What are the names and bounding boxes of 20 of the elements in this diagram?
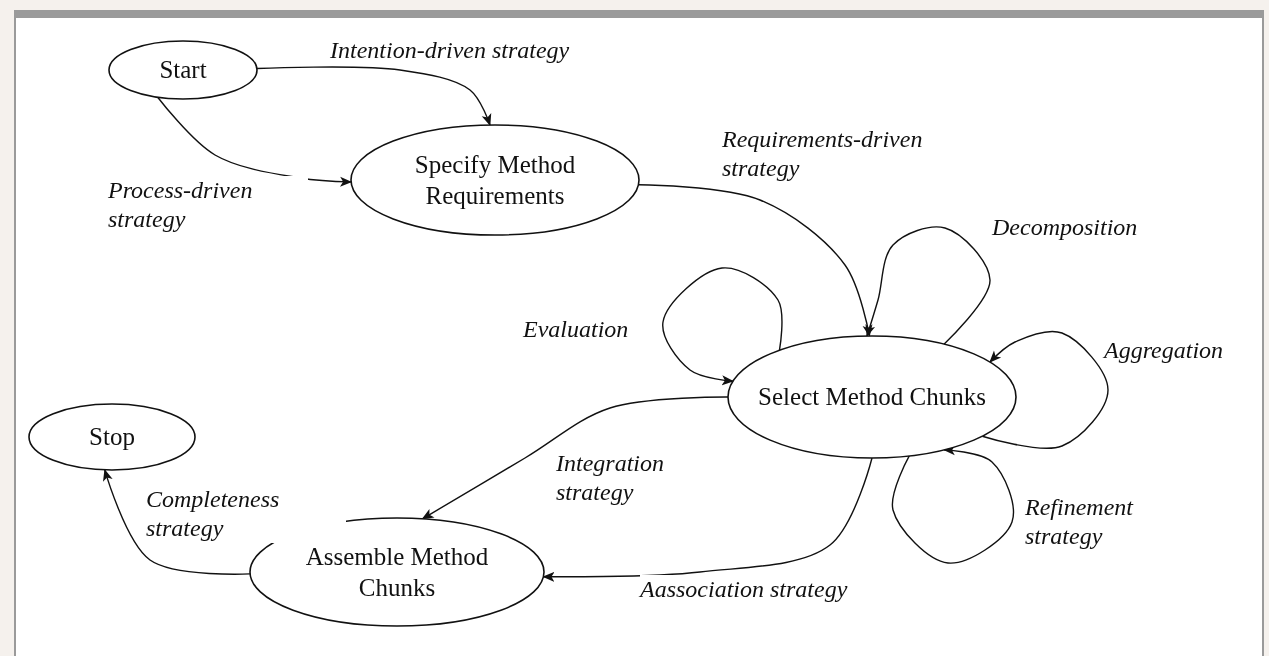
arrow	[662, 267, 783, 386]
edge-label: Aassociation strategy	[640, 575, 848, 604]
state-label: Stop	[89, 422, 135, 453]
state-ellipse	[727, 335, 1017, 459]
state-label: Specify Method Requirements	[413, 149, 577, 211]
arrow	[103, 468, 251, 575]
arrow	[421, 396, 729, 520]
state-label: Assemble Method Chunks	[304, 541, 490, 603]
state-ellipse	[249, 517, 545, 627]
arrow	[865, 226, 991, 345]
arrow	[256, 66, 492, 126]
state-ellipse	[350, 124, 640, 236]
state-ellipse	[28, 403, 196, 471]
state-label: Start	[159, 55, 207, 86]
state-label: Select Method Chunks	[758, 382, 986, 413]
edge-label: Process-driven strategy	[108, 176, 308, 234]
arrow	[637, 184, 873, 337]
arrow	[981, 330, 1109, 449]
arrow	[542, 457, 873, 582]
state-ellipse	[108, 40, 258, 100]
